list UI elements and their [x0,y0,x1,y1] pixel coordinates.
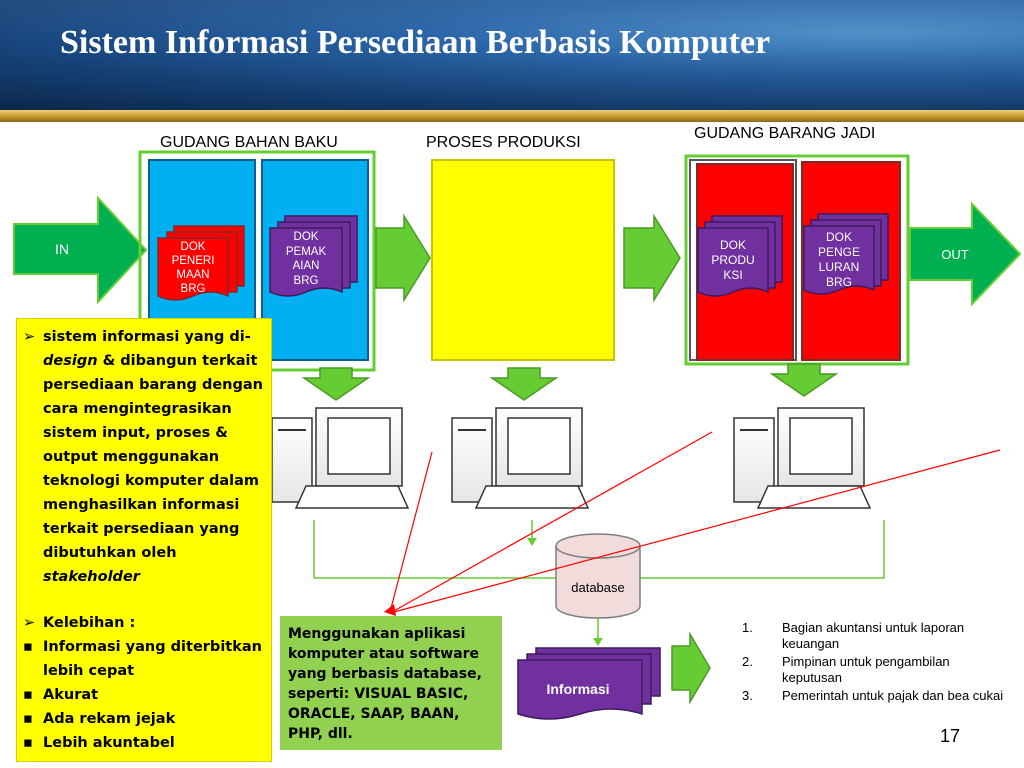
label-gudang-barang-jadi: GUDANG BARANG JADI [694,125,876,142]
arrow-to-gudang-jadi [623,213,681,303]
page-number: 17 [940,726,961,746]
doc-pemakaian-icon [269,215,358,297]
doc-pengeluaran-label: DOK PENGE LURAN BRG [817,230,860,289]
computer-3-icon [733,407,872,509]
informasi-label: Informasi [546,681,609,697]
database-icon: database [555,533,641,619]
informasi-doc-icon: Informasi [517,647,661,720]
in-arrow-label: IN [55,241,69,257]
red-pointer-lines [389,431,1001,613]
list-item: 2.Pimpinan untuk pengambilan keputusan [742,654,950,685]
database-label: database [571,580,625,595]
doc-produksi-label: DOK PRODU KSI [711,238,755,282]
computer-1-icon [271,407,410,509]
title-banner [0,0,1024,110]
computer-2-icon [451,407,590,509]
intro-bullet: ➢sistem informasi yang di-design & diban… [23,325,265,589]
down-arrow-1 [301,367,371,401]
square-bullet-icon: ▪ [23,735,33,751]
doc-penerimaan-icon [157,225,245,301]
doc-pemakaian-label: DOK PEMAK AIAN BRG [285,231,327,287]
square-bullet-icon: ▪ [23,639,33,655]
doc-produksi-icon [697,215,783,297]
square-bullet-icon: ▪ [23,711,33,727]
arrow-to-users [671,631,711,705]
down-arrow-2 [489,367,559,401]
out-arrow-label: OUT [941,247,969,262]
arrow-to-proses [375,213,431,303]
list-item: 3.Pemerintah untuk pajak dan bea cukai [742,688,1004,703]
label-proses-produksi: PROSES PRODUKSI [426,134,581,151]
network-connectors [313,520,885,640]
doc-penerimaan-label: DOK PENERI MAAN BRG [171,241,215,295]
list-item: ▪Akurat [23,683,265,707]
proses-produksi-block [431,159,615,361]
users-list: 1.Bagian akuntansi untuk laporan keuanga… [742,620,1012,706]
doc-pengeluaran-icon [803,213,889,295]
list-item: ▪Informasi yang diterbitkan lebih cepat [23,635,265,683]
out-arrow: OUT [909,201,1022,307]
arrow-bullet-icon: ➢ [23,329,36,345]
gold-divider [0,110,1024,122]
list-item: ▪Ada rekam jejak [23,707,265,731]
arrow-bullet-icon: ➢ [23,615,36,631]
in-arrow: IN [13,195,148,305]
kelebihan-heading: ➢Kelebihan : [23,611,265,635]
list-item: 1.Bagian akuntansi untuk laporan keuanga… [742,620,965,651]
label-gudang-bahan-baku: GUDANG BAHAN BAKU [160,134,338,151]
down-arrow-3 [769,363,839,397]
description-panel: ➢sistem informasi yang di-design & diban… [16,318,272,762]
list-item: ▪Lebih akuntabel [23,731,265,755]
slide-title: Sistem Informasi Persediaan Berbasis Kom… [60,24,771,61]
square-bullet-icon: ▪ [23,687,33,703]
software-note: Menggunakan aplikasi komputer atau softw… [280,616,502,750]
